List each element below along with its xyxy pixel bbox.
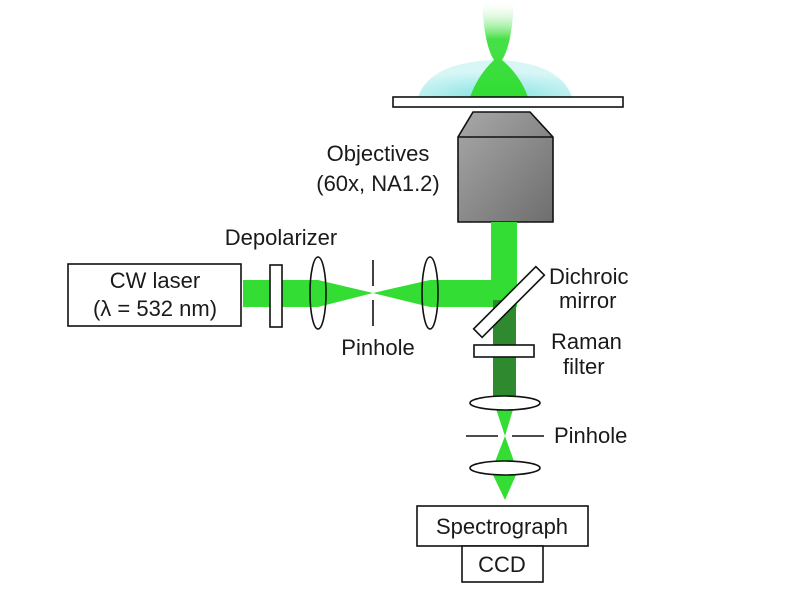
raman-beam-focusing (493, 400, 516, 500)
ccd-box (461, 545, 544, 583)
dichroic-label: Dichroic (549, 264, 628, 289)
raman-filter-label: Raman (551, 329, 622, 354)
lens-bottom-2 (469, 460, 541, 476)
dichroic-label-line2: mirror (559, 288, 616, 313)
depolarizer-plate (269, 264, 283, 328)
ccd-label: CCD (478, 552, 526, 577)
cw-laser-box (67, 263, 242, 327)
depolarizer-label: Depolarizer (225, 225, 338, 250)
lens-bottom-1 (469, 395, 541, 411)
cw-laser-label: CW laser (110, 268, 200, 293)
objectives-label: Objectives (327, 141, 430, 166)
cw-laser-wavelength: (λ = 532 nm) (93, 296, 217, 321)
laser-focus-beam (470, 0, 528, 97)
objectives-spec: (60x, NA1.2) (316, 171, 440, 196)
dichroic-mirror (472, 265, 546, 339)
excitation-beam-horizontal (243, 280, 517, 307)
coverslip (392, 96, 624, 108)
objective-lens (457, 111, 554, 223)
lens-left-1 (309, 256, 327, 330)
lens-left-2 (421, 256, 439, 330)
raman-filter-label-line2: filter (563, 354, 605, 379)
pinhole-right-label: Pinhole (554, 423, 627, 448)
spectrograph-label: Spectrograph (436, 514, 568, 539)
raman-filter (473, 344, 535, 358)
pinhole-left-label: Pinhole (341, 335, 414, 360)
